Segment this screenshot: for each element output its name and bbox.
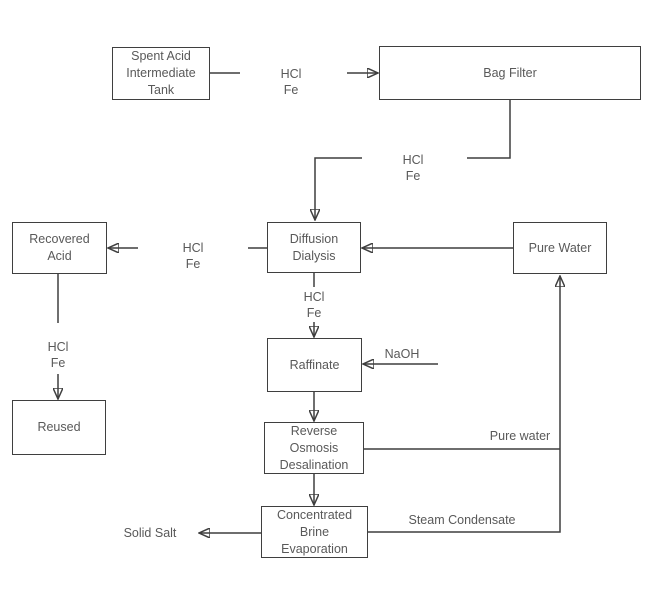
- node-raffinate: Raffinate: [267, 338, 362, 392]
- node-reused: Reused: [12, 400, 106, 455]
- label-hcl-fe-bagfilter-to-dialysis: HCl Fe: [402, 153, 424, 183]
- node-recovered-acid: Recovered Acid: [12, 222, 107, 274]
- label-hcl-fe-recovered-to-reused: HCl Fe: [47, 340, 69, 370]
- label-hcl-fe-tank-to-bagfilter: HCl Fe: [280, 67, 302, 97]
- edge-steam-condensate-up: [368, 276, 560, 533]
- node-bag-filter: Bag Filter: [379, 46, 641, 100]
- edge-bagfilter-down-b: [315, 157, 362, 220]
- edge-bagfilter-down-a: [467, 100, 511, 159]
- node-reverse-osmosis-desalination: Reverse Osmosis Desalination: [264, 422, 364, 474]
- label-naoh: NaOH: [384, 347, 420, 361]
- node-spent-acid-intermediate-tank: Spent Acid Intermediate Tank: [112, 47, 210, 100]
- label-solid-salt: Solid Salt: [123, 526, 177, 540]
- label-steam-condensate: Steam Condensate: [408, 513, 516, 527]
- label-pure-water-stream: Pure water: [489, 429, 551, 443]
- label-hcl-fe-dialysis-to-recovered: HCl Fe: [182, 241, 204, 271]
- label-hcl-fe-dialysis-to-raffinate: HCl Fe: [303, 290, 325, 320]
- node-pure-water: Pure Water: [513, 222, 607, 274]
- node-concentrated-brine-evaporation: Concentrated Brine Evaporation: [261, 506, 368, 558]
- node-diffusion-dialysis: Diffusion Dialysis: [267, 222, 361, 273]
